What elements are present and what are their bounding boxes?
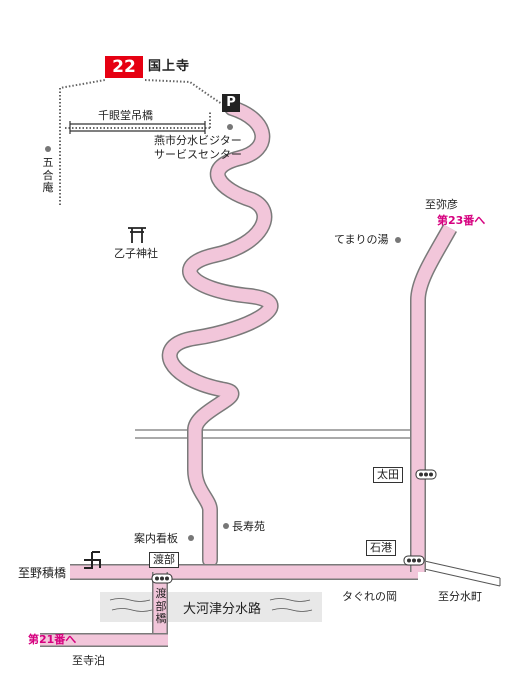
label-temari-no-yu: てまりの湯 xyxy=(334,233,389,246)
label-gogoan: 五合庵 xyxy=(42,156,54,195)
road-north xyxy=(411,224,456,572)
label-next-23: 第23番へ xyxy=(437,214,486,227)
temple-swastika-icon xyxy=(84,551,101,569)
label-senjudo-bridge: 千眼堂吊橋 xyxy=(98,109,153,122)
label-to-yahiko: 至弥彦 xyxy=(425,198,458,211)
label-visitor-center-1: 燕市分水ビジター xyxy=(154,134,242,147)
poi-annai-kanban xyxy=(188,535,194,541)
label-ishiminato: 石港 xyxy=(366,540,396,556)
temple-name: 国上寺 xyxy=(148,59,191,74)
parking-icon: P xyxy=(222,94,240,112)
torii-icon xyxy=(128,227,146,243)
label-to-teradomari: 至寺泊 xyxy=(72,654,105,667)
label-to-bunsui-machi: 至分水町 xyxy=(438,590,482,603)
label-visitor-center-2: サービスセンター xyxy=(154,148,242,161)
label-prev-21: 第21番へ xyxy=(28,633,77,646)
suspension-bridge xyxy=(69,121,206,134)
label-watabe-bridge: 渡部橋 xyxy=(155,587,167,626)
poi-visitor-center xyxy=(227,124,233,130)
label-watabe: 渡部 xyxy=(149,552,179,568)
mountain-trail xyxy=(59,79,223,205)
label-annai-kanban: 案内看板 xyxy=(134,532,178,545)
label-to-nozumi-bashi: 至野積橋 xyxy=(18,566,67,580)
label-otoko-shrine: 乙子神社 xyxy=(114,247,158,260)
temple-number-badge: 22 xyxy=(105,56,143,78)
label-okozu-road: 大河津分水路 xyxy=(180,598,265,617)
water-ripples xyxy=(109,598,313,612)
poi-temari-no-yu xyxy=(395,237,401,243)
label-ota: 太田 xyxy=(373,467,403,483)
traffic-signal-icon xyxy=(151,469,437,584)
minor-roads xyxy=(135,429,501,587)
label-taguri-no-oka: タぐれの岡 xyxy=(342,590,397,603)
poi-choju-en xyxy=(223,523,229,529)
poi-gogoan xyxy=(45,146,51,152)
label-choju-en: 長寿苑 xyxy=(232,520,265,533)
road-winding xyxy=(163,101,278,567)
